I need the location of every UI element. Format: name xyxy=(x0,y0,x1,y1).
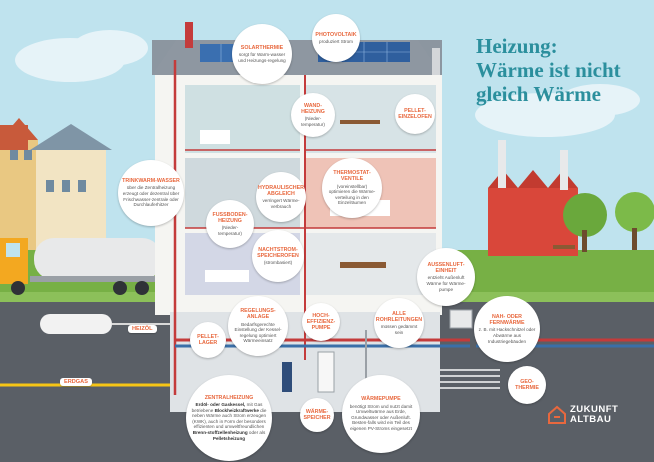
bubble-wandheizung: WAND-HEIZUNG (Nieder-temperatur) xyxy=(291,93,335,137)
bubble-pellet-einzelofen: PELLET-EINZELOFEN xyxy=(395,94,435,134)
bench xyxy=(553,245,575,249)
cloud xyxy=(560,84,640,116)
desk xyxy=(340,120,380,124)
tree-trunk xyxy=(582,230,587,252)
bubble-fussbodenheizung: FUSSBODEN-HEIZUNG (Nieder-temperatur) xyxy=(206,200,254,248)
tree xyxy=(615,192,654,232)
bubble-hydraulischer-abgleich: HYDRAULISCHER ABGLEICH verringert Wärme-… xyxy=(256,172,306,222)
page-title: Heizung: Wärme ist nicht gleich Wärme xyxy=(476,34,646,106)
bubble-waermepumpe: WÄRMEPUMPE benötigt Strom und nutzt dami… xyxy=(342,375,420,453)
logo-line-1: ZUKUNFT xyxy=(570,404,619,415)
chimney xyxy=(498,140,506,188)
title-line-2: Wärme ist nicht xyxy=(476,58,621,82)
bubble-nachtstrom: NACHTSTROM-SPEICHEROFEN (strombasiert) xyxy=(252,230,304,282)
logo-zukunft-altbau: ZUKUNFT ALTBAU xyxy=(548,405,618,425)
roof-far xyxy=(0,125,28,150)
cloud xyxy=(72,30,148,66)
heat-storage-tank xyxy=(317,351,335,393)
bubble-thermostatventile: THERMOSTAT-VENTILE (voreinstellbar) opti… xyxy=(322,158,382,218)
bubble-nahwaerme: NAH- ODER FERNWÄRME z. B. mit Hackschnit… xyxy=(474,296,540,362)
window xyxy=(24,150,32,160)
house-left xyxy=(0,140,38,250)
bubble-photovoltaik: PHOTOVOLTAIK produziert Strom xyxy=(312,14,360,62)
tag-heizoel: HEIZÖL xyxy=(128,325,157,333)
roof-chimney xyxy=(185,22,193,48)
bubble-geothermie: GEO-THERMIE xyxy=(508,366,546,404)
title-line-3: gleich Wärme xyxy=(476,82,601,106)
truck-wheel xyxy=(113,281,127,295)
outdoor-air-unit xyxy=(449,309,473,329)
kitchen-table xyxy=(340,262,386,268)
tree xyxy=(563,193,607,237)
window xyxy=(10,150,18,160)
logo-line-2: ALTBAU xyxy=(570,414,612,425)
bubble-pelletlager: PELLET-LAGER xyxy=(190,322,226,358)
bubble-solarthermie: SOLARTHERMIE sorgt für Warm-wasser und H… xyxy=(232,24,292,84)
bubble-regelungsanlage: REGELUNGS-ANLAGE Bedarfsgerechte Einstel… xyxy=(228,296,288,356)
truck-window xyxy=(6,243,20,257)
tag-erdgas: ERDGAS xyxy=(60,378,92,386)
house-mid xyxy=(36,150,106,250)
factory xyxy=(488,188,578,256)
bubble-rohrleitungen: ALLE ROHRLEITUNGEN müssen gedämmt sein xyxy=(374,298,424,348)
bubble-hocheffizienz: HOCH-EFFIZIENZ-PUMPE xyxy=(302,303,340,341)
bubble-waermespeicher: WÄRME-SPEICHER xyxy=(300,398,334,432)
bubble-zentralheizung: ZENTRALHEIZUNG Erdöl- oder Gaskessel, mi… xyxy=(186,375,272,461)
window xyxy=(78,180,86,192)
factory-roof xyxy=(488,170,578,188)
geothermal-coil xyxy=(430,369,500,389)
truck-wheel xyxy=(135,281,149,295)
window xyxy=(46,180,54,192)
oil-tank xyxy=(40,314,112,334)
truck-chassis xyxy=(30,276,166,282)
sofa xyxy=(205,270,249,282)
truck-wheel xyxy=(11,281,25,295)
tree-trunk xyxy=(632,228,637,250)
house-logo-icon xyxy=(548,405,566,424)
chimney xyxy=(560,150,568,190)
bubble-trinkwarmwasser: TRINKWARM-WASSER über die Zentralheizung… xyxy=(118,160,184,226)
technician xyxy=(282,362,292,392)
title-line-1: Heizung: xyxy=(476,34,558,58)
bubble-aussenluft: AUSSENLUFT-EINHEIT entzieht Außenluft Wä… xyxy=(417,248,475,306)
roof-mid xyxy=(30,124,112,150)
window xyxy=(62,180,70,192)
bathtub xyxy=(200,130,230,144)
truck-tank xyxy=(34,238,162,280)
